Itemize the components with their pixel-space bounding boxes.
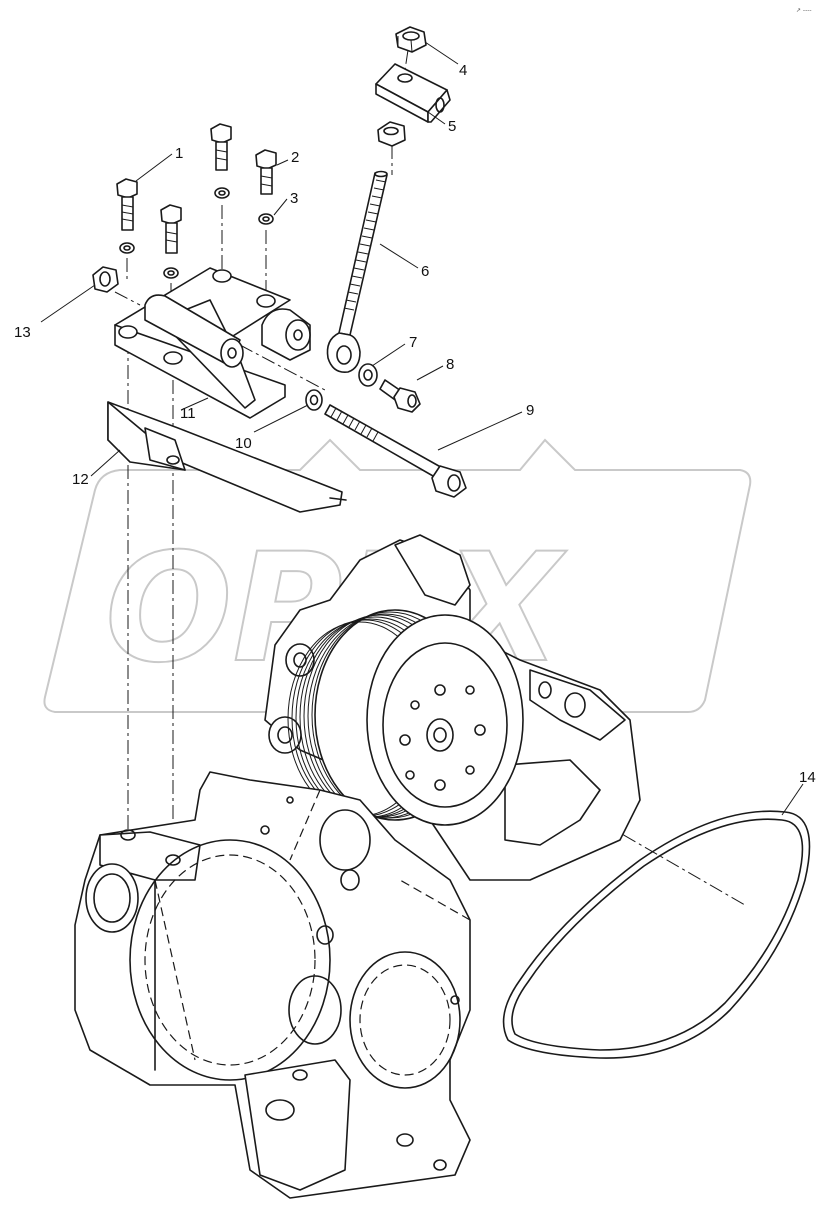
water-pump-pulley <box>287 609 524 826</box>
callout-5: 5 <box>448 118 456 135</box>
hex-nut-13 <box>92 266 119 293</box>
callout-12: 12 <box>72 471 89 488</box>
callout-13: 13 <box>14 324 31 341</box>
hex-nut-6-top <box>377 121 406 147</box>
callout-3: 3 <box>290 190 298 207</box>
callout-labels: 1 2 3 4 5 6 7 8 9 10 11 12 13 14 <box>14 62 816 786</box>
timing-gear-housing <box>74 771 471 1199</box>
callout-8: 8 <box>446 356 454 373</box>
leader-lines <box>40 41 804 816</box>
bolt-1-left <box>116 178 138 254</box>
callout-4: 4 <box>459 62 467 79</box>
callout-1: 1 <box>175 145 183 162</box>
adjusting-bar-12 <box>107 401 347 513</box>
bolt-1-right <box>160 204 182 279</box>
callout-10: 10 <box>235 435 252 452</box>
bolt-2-right <box>255 149 277 225</box>
washer-10 <box>305 389 323 411</box>
callout-11: 11 <box>180 405 196 422</box>
callout-6: 6 <box>421 263 429 280</box>
callout-14: 14 <box>799 769 816 786</box>
threaded-eye-rod-6 <box>326 170 388 374</box>
cap-screw-9 <box>324 404 467 498</box>
callout-9: 9 <box>526 402 534 419</box>
callout-7: 7 <box>409 334 417 351</box>
corner-mark: ↗ ---- <box>796 7 812 14</box>
callout-2: 2 <box>291 149 299 166</box>
drive-belt-14 <box>502 810 811 1059</box>
bolt-2-left <box>210 123 232 199</box>
tensioner-bracket-11 <box>114 267 311 419</box>
bolt-8 <box>379 379 421 413</box>
hex-nut-4 <box>395 26 427 53</box>
adjusting-block-5 <box>375 63 451 123</box>
washer-7 <box>358 363 378 387</box>
